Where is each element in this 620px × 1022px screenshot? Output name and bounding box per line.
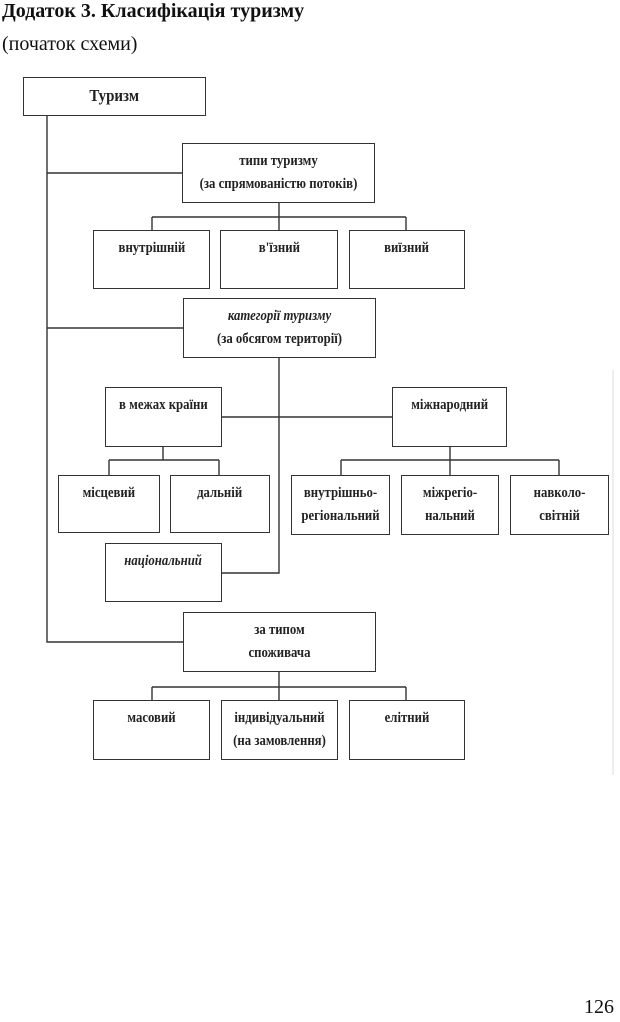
label-line2: світній [539,508,580,524]
box-tourism-types: типи туризму (за спрямованістю потоків) [182,143,375,203]
categories-line2: (за обсягом території) [216,331,343,347]
box-intra-regional: внутрішньо- регіональний [291,475,390,535]
page-number: 126 [584,996,614,1018]
appendix-title: Додаток 3. Класифікація туризму [2,0,305,22]
box-international: міжнародний [392,387,507,447]
label: національний [124,553,203,569]
box-tourism-root: Туризм [23,77,206,116]
label-line1: індивідуальний [234,710,325,726]
consumer-line2: споживача [248,645,311,661]
box-outbound-type: виїзний [349,230,465,289]
label-line1: масовий [127,710,176,726]
label-line2: нальний [425,508,475,524]
types-line1: типи туризму [239,153,318,169]
box-mass: масовий [93,700,210,760]
box-domestic-type: внутрішній [93,230,210,289]
label-line1: елітний [384,710,430,726]
label: внутрішній [118,240,185,256]
box-local: місцевий [58,475,160,533]
consumer-line1: за типом [254,622,305,638]
types-line2: (за спрямованістю потоків) [199,176,358,192]
box-individual: індивідуальний (на замовлення) [221,700,338,760]
label: в межах країни [119,397,208,413]
categories-line1: категорії туризму [227,308,332,324]
box-inbound-type: в'їзний [220,230,338,289]
appendix-subtitle: (початок схеми) [2,33,138,55]
root-label: Туризм [89,86,140,105]
box-national: національний [105,543,222,602]
box-within-country: в межах країни [105,387,222,447]
label: виїзний [384,240,430,256]
box-elite: елітний [349,700,465,760]
label-line2: регіональний [301,508,380,524]
label: місцевий [82,485,136,501]
box-long-distance: дальній [170,475,270,533]
label-line2: (на замовлення) [233,733,326,749]
box-round-the-world: навколо- світній [510,475,609,535]
label-line1: міжрегіо- [422,485,478,501]
box-tourism-categories: категорії туризму (за обсягом території) [183,298,376,358]
label: дальній [197,485,243,501]
label: в'їзний [258,240,300,256]
label-line1: внутрішньо- [303,485,378,501]
box-inter-regional: міжрегіо- нальний [401,475,499,535]
box-consumer-type: за типом споживача [183,612,376,672]
label-line1: навколо- [533,485,586,501]
label: міжнародний [411,397,488,413]
